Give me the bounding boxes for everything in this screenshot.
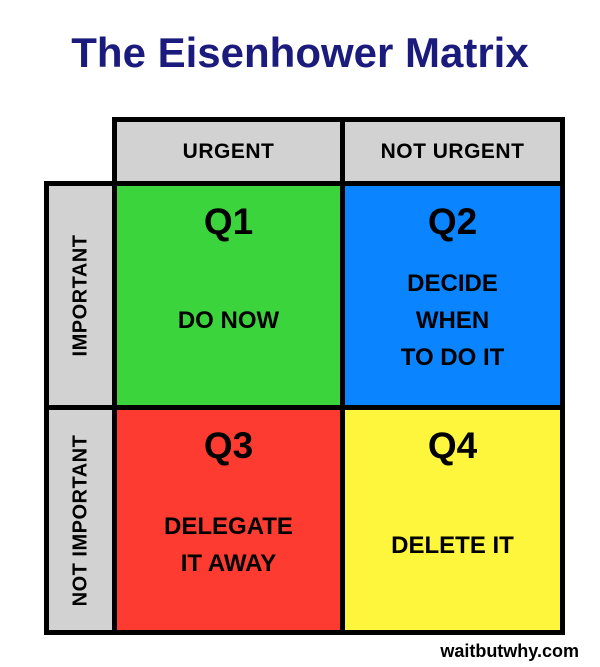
quadrant-q1-action: DO NOW [177,307,280,335]
column-header-not-urgent: NOT URGENT [345,122,560,181]
watermark: waitbutwhy.com [440,641,579,661]
quadrant-q1-id: Q1 [203,201,254,242]
quadrant-q3: Q3 DELEGATE IT AWAY [117,410,340,630]
quadrant-q1-action-area: DO NOW [178,243,279,405]
quadrant-q3-action-area: DELEGATE IT AWAY [164,467,293,630]
page-title: The Eisenhower Matrix [71,29,529,76]
matrix-corner-spacer [49,122,112,181]
quadrant-q4-action: DELETE IT [391,531,514,559]
quadrant-q2-action: DECIDE WHEN TO DO IT [400,270,505,372]
quadrant-q3-action: DELEGATE IT AWAY [164,513,293,578]
row-header-important: IMPORTANT [49,186,112,405]
quadrant-q4-action-area: DELETE IT [391,467,514,630]
quadrant-q3-id: Q3 [203,425,254,466]
quadrant-q2: Q2 DECIDE WHEN TO DO IT [345,186,560,405]
row-header-not-important: NOT IMPORTANT [49,410,112,630]
eisenhower-matrix: URGENT NOT URGENT IMPORTANT Q1 DO NOW Q2… [49,122,560,630]
quadrant-q2-id: Q2 [427,201,478,242]
quadrant-q4: Q4 DELETE IT [345,410,560,630]
quadrant-q4-id: Q4 [427,425,478,466]
row-header-important-label: IMPORTANT [69,234,91,357]
column-header-urgent: URGENT [117,122,340,181]
quadrant-q1: Q1 DO NOW [117,186,340,405]
quadrant-q2-action-area: DECIDE WHEN TO DO IT [401,243,505,405]
row-header-not-important-label: NOT IMPORTANT [69,434,92,606]
